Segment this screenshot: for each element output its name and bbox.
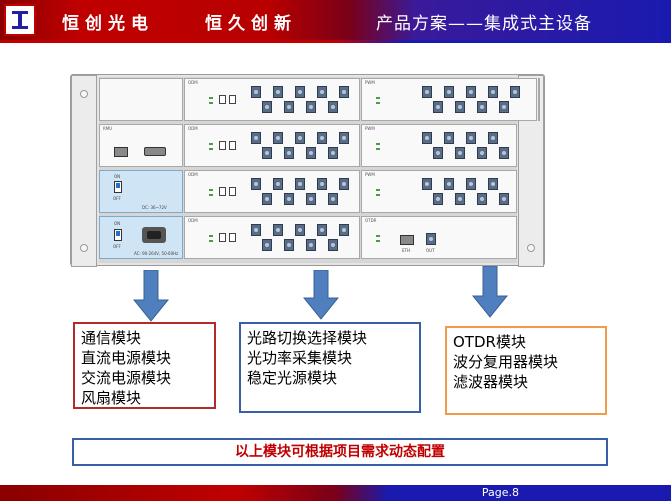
page-number: Page.8 (481, 486, 519, 499)
pwm-card: PWM (361, 78, 537, 121)
serial-port-icon (144, 147, 166, 156)
port-group (422, 132, 509, 159)
module-item: 滤波器模块 (453, 373, 529, 391)
arrow-down-icon (133, 270, 169, 322)
switch-on-label: ON (114, 221, 121, 226)
config-note-banner: 以上模块可根据项目需求动态配置 (72, 438, 608, 466)
blank-card (99, 78, 183, 121)
ac-power-card: ON OFF AC: 90-264V, 50-60Hz (99, 216, 183, 259)
port-group (251, 224, 349, 251)
page-title: 产品方案——集成式主设备 (376, 14, 592, 34)
card-label: PWM (365, 126, 375, 131)
port-group (251, 86, 349, 113)
odm-card: ODM (184, 124, 360, 167)
port-group (251, 178, 349, 205)
equipment-chassis: ODM PWM RMU (70, 74, 545, 267)
module-item: 光功率采集模块 (247, 349, 353, 367)
ac-socket-icon (142, 227, 166, 243)
dc-rating-label: DC: 36~72V (142, 205, 167, 210)
company-name: 恒创光电 (62, 14, 154, 34)
card-label: ODM (188, 172, 198, 177)
port-group (422, 178, 509, 205)
module-item: 通信模块 (81, 329, 142, 347)
port-group (422, 86, 520, 113)
card-label: ODM (188, 218, 198, 223)
ethernet-port-icon (114, 147, 128, 157)
switch-on-label: ON (114, 174, 121, 179)
switch-off-label: OFF (113, 196, 121, 201)
out-label: OUT (426, 248, 435, 253)
ac-rating-label: AC: 90-264V, 50-60Hz (134, 251, 179, 256)
module-item: 直流电源模块 (81, 349, 172, 367)
rmu-card: RMU (99, 124, 183, 167)
module-list-box: OTDR模块 波分复用器模块 滤波器模块 (445, 326, 607, 415)
module-item: 光路切换选择模块 (247, 329, 368, 347)
module-list-box: 通信模块 直流电源模块 交流电源模块 风扇模块 (73, 322, 216, 409)
chassis-row-1: ODM PWM (99, 77, 540, 122)
company-logo-icon (4, 4, 36, 36)
odm-card: ODM (184, 78, 360, 121)
ethernet-port-icon (400, 235, 414, 245)
rack-ear-left (71, 75, 97, 267)
odm-card: ODM (184, 170, 360, 213)
module-item: 风扇模块 (81, 389, 142, 407)
card-label: OTDR (365, 218, 377, 223)
switch-off-label: OFF (113, 244, 121, 249)
eth-label: ETH (402, 248, 410, 253)
card-label: ODM (188, 126, 198, 131)
module-item: OTDR模块 (453, 333, 526, 351)
port-group (251, 132, 349, 159)
otdr-card: OTDR ETH OUT (361, 216, 517, 259)
chassis-row-2: RMU ODM PWM (99, 123, 517, 168)
header-stripe (0, 40, 671, 43)
module-item: 交流电源模块 (81, 369, 172, 387)
power-switch-icon (114, 181, 122, 193)
power-switch-icon (114, 229, 122, 241)
otdr-port-icon (426, 233, 436, 245)
chassis-row-4: ON OFF AC: 90-264V, 50-60Hz ODM OTDR ETH (99, 215, 517, 260)
company-slogan: 恒久创新 (205, 14, 297, 34)
card-label: PWM (365, 172, 375, 177)
card-label: PWM (365, 80, 375, 85)
header-bar: 恒创光电 恒久创新 产品方案——集成式主设备 (0, 0, 671, 40)
txm-card (538, 78, 540, 121)
module-rack: ODM PWM RMU (99, 77, 540, 263)
footer-bar: Page.8 (0, 485, 671, 501)
module-item: 波分复用器模块 (453, 353, 559, 371)
odm-card: ODM (184, 216, 360, 259)
card-label: RMU (103, 126, 113, 131)
card-label: ODM (188, 80, 198, 85)
pwm-card: PWM (361, 170, 517, 213)
module-list-box: 光路切换选择模块 光功率采集模块 稳定光源模块 (239, 322, 421, 413)
dc-power-card: ON OFF DC: 36~72V (99, 170, 183, 213)
arrow-down-icon (472, 266, 508, 318)
chassis-row-3: ON OFF DC: 36~72V ODM PWM (99, 169, 517, 214)
pwm-card: PWM (361, 124, 517, 167)
arrow-down-icon (303, 270, 339, 320)
module-item: 稳定光源模块 (247, 369, 338, 387)
